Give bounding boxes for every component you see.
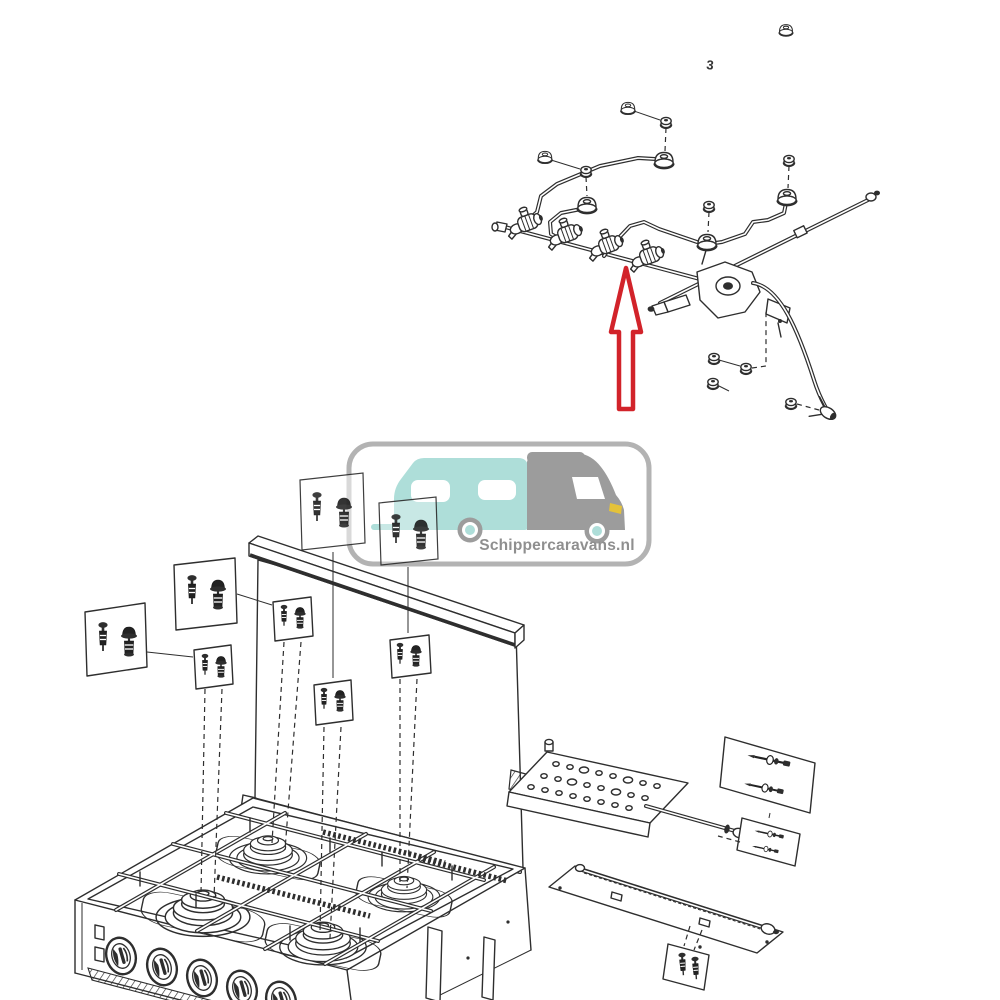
cap-nut bbox=[537, 150, 553, 165]
cap-nut bbox=[778, 23, 794, 37]
control-knob-2 bbox=[141, 944, 183, 990]
burner-feed-pipes bbox=[516, 156, 788, 265]
thermostat-valve bbox=[647, 261, 761, 319]
control-knob-1 bbox=[100, 933, 142, 979]
caravan-body bbox=[394, 458, 528, 529]
stove-frame-right bbox=[346, 867, 532, 1000]
parts-box bbox=[299, 472, 366, 551]
caravan-base-strip bbox=[371, 524, 528, 530]
control-knob-4 bbox=[221, 966, 263, 1000]
caravan-logo bbox=[371, 452, 625, 544]
nut bbox=[782, 154, 796, 168]
gas-manifold-assembly: 3 bbox=[491, 23, 880, 421]
leader-lines bbox=[146, 552, 418, 939]
caravan-wheel bbox=[457, 517, 483, 543]
watermark-text: Schippercaravans.nl bbox=[479, 537, 634, 554]
caravan-window bbox=[478, 480, 516, 500]
cap-nut bbox=[620, 101, 636, 116]
cab-roof bbox=[527, 452, 585, 463]
nut bbox=[579, 165, 593, 179]
parts-box bbox=[84, 602, 148, 677]
light-button bbox=[94, 946, 105, 963]
control-knob-3 bbox=[181, 955, 223, 1000]
plate-peg bbox=[544, 738, 554, 752]
cooktop bbox=[74, 797, 526, 971]
parts-box bbox=[272, 596, 314, 642]
stove-leg bbox=[425, 926, 443, 1000]
grill-rod bbox=[658, 190, 880, 305]
stove-assembly bbox=[74, 535, 538, 1000]
burner-jet bbox=[776, 188, 798, 207]
thermostat-capillary bbox=[751, 281, 837, 421]
burner-jet bbox=[696, 233, 718, 252]
burner-plate-holes bbox=[527, 761, 661, 812]
oven-door-top-edge bbox=[87, 967, 212, 1000]
oven-electrode-box bbox=[662, 943, 710, 991]
parts-box bbox=[193, 644, 234, 690]
highlight-arrow bbox=[608, 265, 644, 412]
headlight bbox=[609, 503, 622, 514]
nut bbox=[707, 352, 721, 366]
igniter-box-small bbox=[736, 817, 801, 867]
part-number-label: 3 bbox=[706, 57, 715, 73]
electrode-kit-boxes bbox=[84, 557, 432, 726]
ignition-button bbox=[94, 924, 105, 941]
oven-burner-tube bbox=[574, 863, 779, 935]
electrode-kit-boxes-upper bbox=[299, 472, 439, 566]
parts-box bbox=[173, 557, 238, 631]
burner-jet bbox=[653, 151, 675, 170]
nut bbox=[702, 200, 716, 214]
nut bbox=[739, 362, 753, 376]
parts-box bbox=[389, 634, 432, 679]
cab-wheel bbox=[584, 518, 610, 544]
burner-jet bbox=[576, 196, 598, 215]
thermocouple-bracket bbox=[765, 298, 791, 338]
cab-window bbox=[572, 477, 605, 499]
grill-burner-assembly bbox=[506, 736, 816, 867]
loose-nuts bbox=[537, 23, 820, 411]
stove-lid-panel bbox=[248, 535, 525, 869]
oven-burner-assembly bbox=[548, 863, 784, 991]
parts-box bbox=[378, 496, 439, 566]
nut bbox=[706, 377, 720, 391]
nut bbox=[659, 116, 673, 130]
venturi-tube bbox=[644, 804, 746, 839]
igniter-box bbox=[719, 736, 816, 814]
parts-box bbox=[313, 679, 354, 726]
nut bbox=[784, 397, 798, 411]
control-panel bbox=[74, 899, 302, 1000]
caravan-window bbox=[411, 480, 450, 502]
stove-leg bbox=[481, 936, 496, 1000]
control-knob-5 bbox=[260, 977, 302, 1000]
